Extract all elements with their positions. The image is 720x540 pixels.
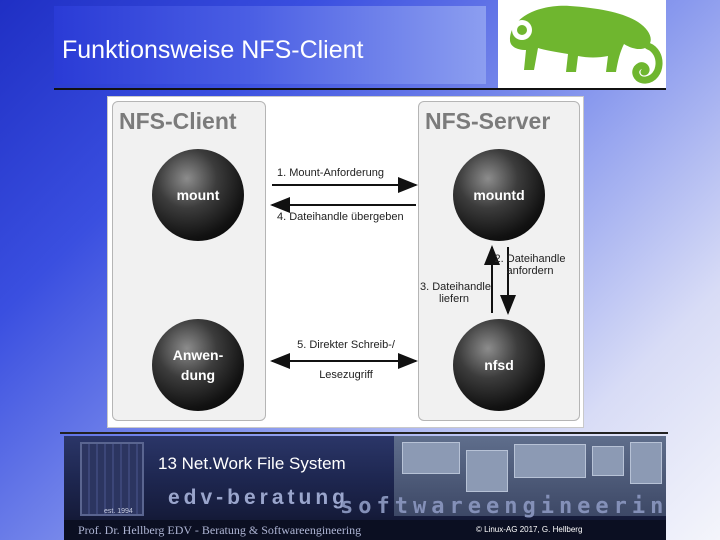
diagram-arrows (270, 177, 516, 369)
nfsd-node: nfsd (453, 319, 545, 411)
title-divider (54, 88, 666, 90)
brand-right: softwareengineering (340, 494, 666, 519)
logo (498, 0, 666, 90)
step-2-line-2: anfordern (506, 265, 554, 277)
title-bar: Funktionsweise NFS-Client (54, 6, 486, 84)
step-3-line-1: 3. Dateihandle (420, 281, 491, 293)
course-title: 13 Net.Work File System (158, 454, 346, 473)
mountd-node-label: mountd (473, 187, 525, 203)
anwendung-node-label-2: dung (180, 367, 216, 383)
step-5-line-2: Lesezugriff (319, 369, 373, 381)
step-4-label: 4. Dateihandle übergeben (277, 211, 404, 223)
anwendung-node: Anwen- dung (152, 319, 244, 411)
chameleon-logo-icon (510, 5, 663, 84)
slide-title: Funktionsweise NFS-Client (62, 36, 364, 64)
step-2-label: 2. Dateihandle anfordern (488, 253, 572, 277)
step-3-line-2: liefern (439, 293, 469, 305)
nfsd-node-label: nfsd (484, 357, 514, 373)
footer-banner: 13 Net.Work File System edv-beratung sof… (64, 436, 666, 540)
circuit-graphic-icon (80, 442, 144, 516)
mount-node-label: mount (176, 187, 220, 203)
nfs-diagram: NFS-Client NFS-Server mount Anwen- dung … (107, 96, 584, 428)
banner-divider (60, 432, 668, 434)
step-5-line-1: 5. Direkter Schreib-/ (297, 339, 395, 351)
author-text: Prof. Dr. Hellberg EDV - Beratung & Soft… (78, 523, 362, 537)
copyright-text: © Linux-AG 2017, G. Hellberg (476, 525, 583, 534)
established-text: est. 1994 (104, 508, 133, 515)
mount-node: mount (152, 149, 244, 241)
step-1-label: 1. Mount-Anforderung (277, 167, 385, 179)
client-panel-title: NFS-Client (119, 108, 237, 134)
mountd-node: mountd (453, 149, 545, 241)
office-photo (394, 436, 666, 516)
anwendung-node-label-1: Anwen- (172, 347, 224, 363)
footer-bottom-line: Prof. Dr. Hellberg EDV - Beratung & Soft… (64, 520, 666, 540)
brand-left: edv-beratung (168, 486, 350, 509)
step-3-label: 3. Dateihandle liefern (420, 281, 491, 305)
server-panel-title: NFS-Server (425, 108, 551, 134)
step-2-line-1: 2. Dateihandle (494, 253, 566, 265)
